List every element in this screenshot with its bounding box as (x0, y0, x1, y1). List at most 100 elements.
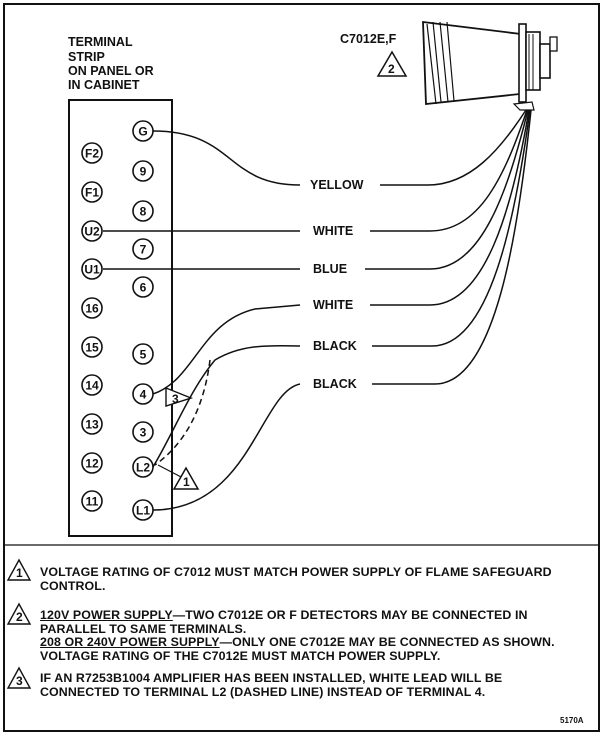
wire-label: BLUE (313, 262, 347, 276)
diagram-frame (3, 3, 600, 732)
wire-black-l2 (152, 344, 301, 468)
note-2-heading-120v: 120V POWER SUPPLY (40, 608, 173, 622)
terminal-u2: U2 (81, 220, 103, 242)
terminal-circle (81, 220, 103, 242)
wire-group (103, 109, 532, 511)
terminal-circle (81, 258, 103, 280)
note-2-text-208-240v: —ONLY ONE C7012E MAY BE CONNECTED AS SHO… (40, 635, 555, 663)
wire-label: BLACK (313, 377, 357, 391)
note-2-heading-208-240v: 208 OR 240V POWER SUPPLY (40, 635, 220, 649)
terminal-strip (68, 99, 173, 537)
callout-marker-3: 3 (165, 386, 194, 407)
terminal-circle (81, 374, 103, 396)
note-1: VOLTAGE RATING OF C7012 MUST MATCH POWER… (40, 565, 582, 593)
terminal-label: F2 (85, 147, 99, 161)
wire-black-l1 (152, 383, 301, 511)
terminal-circle (132, 160, 154, 182)
marker-number: 1 (16, 566, 23, 580)
terminal-circle (81, 181, 103, 203)
wire-label: YELLOW (310, 178, 364, 192)
strip-title-line: IN CABINET (68, 78, 140, 92)
marker-number: 3 (172, 392, 179, 406)
terminal-u1: U1 (81, 258, 103, 280)
terminal-7: 7 (132, 238, 154, 260)
callout-marker-1: 1 (157, 464, 200, 490)
terminal-4: 4 (132, 383, 154, 405)
terminal-circle (132, 421, 154, 443)
terminal-label: G (138, 125, 147, 139)
wire-black-l2 (372, 109, 531, 347)
terminal-label: 15 (85, 341, 99, 355)
marker-number: 1 (183, 475, 190, 489)
terminal-6: 6 (132, 276, 154, 298)
note-1-text: VOLTAGE RATING OF C7012 MUST MATCH POWER… (40, 565, 552, 593)
terminal-label: 4 (140, 388, 147, 402)
wire-white-4 (370, 109, 530, 306)
marker-number: 3 (16, 674, 23, 688)
terminal-13: 13 (81, 413, 103, 435)
terminal-circle (81, 452, 103, 474)
note-2: 120V POWER SUPPLY—TWO C7012E OR F DETECT… (40, 608, 582, 663)
terminal-label: 3 (140, 426, 147, 440)
terminal-label: L2 (136, 461, 150, 475)
terminal-label: 14 (85, 379, 99, 393)
terminal-circle (81, 413, 103, 435)
terminal-16: 16 (81, 297, 103, 319)
note-marker-1: 1 (6, 558, 32, 581)
terminal-label: 13 (85, 418, 99, 432)
wire-blue (365, 109, 529, 270)
terminal-5: 5 (132, 343, 154, 365)
terminal-circle (81, 490, 103, 512)
terminal-14: 14 (81, 374, 103, 396)
terminal-label: 16 (85, 302, 99, 316)
terminal-l1: L1 (132, 499, 154, 521)
terminal-f2: F2 (81, 142, 103, 164)
wire-label: WHITE (313, 224, 353, 238)
strip-title-line: STRIP (68, 50, 105, 64)
strip-title-line: TERMINAL (68, 35, 133, 49)
terminal-label: F1 (85, 186, 99, 200)
wire-label: BLACK (313, 339, 357, 353)
note-marker-2: 2 (6, 602, 32, 625)
note-3-text: IF AN R7253B1004 AMPLIFIER HAS BEEN INST… (40, 671, 503, 699)
terminal-circle (81, 297, 103, 319)
terminal-circle (81, 336, 103, 358)
terminal-label: U1 (84, 263, 100, 277)
terminal-8: 8 (132, 200, 154, 222)
flame-detector-icon (422, 20, 558, 111)
terminal-label: 7 (140, 243, 147, 257)
terminal-circle (132, 200, 154, 222)
wire-labels: YELLOW WHITE BLUE WHITE BLACK BLACK (310, 178, 364, 391)
terminal-label: 9 (140, 165, 147, 179)
strip-title-line: ON PANEL OR (68, 64, 154, 78)
terminal-l2: L2 (132, 456, 154, 478)
marker-number: 2 (16, 610, 23, 624)
wire-black-l1 (372, 109, 532, 385)
terminal-15: 15 (81, 336, 103, 358)
terminal-3: 3 (132, 421, 154, 443)
note-marker-3: 3 (6, 666, 32, 689)
wire-white-u2 (370, 109, 528, 232)
terminal-f1: F1 (81, 181, 103, 203)
terminal-circle (132, 343, 154, 365)
terminal-circle (132, 238, 154, 260)
strip-title: TERMINAL STRIP ON PANEL OR IN CABINET (68, 35, 154, 92)
terminal-label: 11 (86, 495, 99, 509)
terminal-label: 12 (85, 457, 99, 471)
terminal-9: 9 (132, 160, 154, 182)
wire-white-alt-dashed (154, 359, 211, 466)
terminal-label: U2 (84, 225, 100, 239)
terminal-label: 6 (140, 281, 147, 295)
terminal-g: G (132, 120, 154, 142)
terminal-11: 11 (81, 490, 103, 512)
terminal-label: 5 (140, 348, 147, 362)
terminal-circle (81, 142, 103, 164)
wire-label: WHITE (313, 298, 353, 312)
wire-yellow (152, 130, 301, 186)
terminal-label: L1 (136, 504, 150, 518)
terminal-circle (132, 276, 154, 298)
detector-note-marker: 2 (376, 50, 408, 77)
note-2-text-120v: —TWO C7012E OR F DETECTORS MAY BE CONNEC… (40, 608, 528, 636)
